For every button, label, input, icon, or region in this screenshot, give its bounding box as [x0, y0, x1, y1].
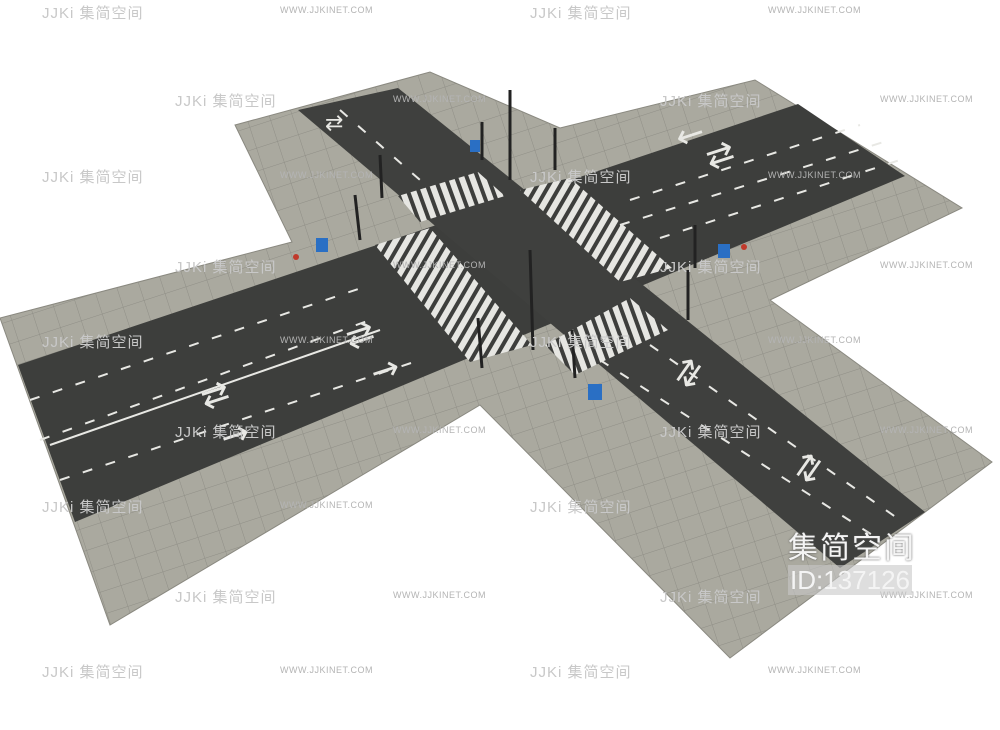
watermark-logo: JJKi 集简空间 — [660, 589, 762, 606]
watermark-url: WWW.JJKINET.COM — [280, 335, 373, 345]
id-watermark: 集简空间 ID:137126 — [788, 532, 916, 595]
watermark-logo: JJKi 集简空间 — [175, 589, 277, 606]
id-watermark-number: ID:137126 — [788, 565, 912, 595]
watermark-logo: JJKi 集简空间 — [175, 93, 277, 110]
watermark-logo: JJKi 集简空间 — [175, 259, 277, 276]
lane-markings — [29, 109, 901, 541]
watermark-url: WWW.JJKINET.COM — [768, 170, 861, 180]
watermark-logo: JJKi 集简空间 — [530, 664, 632, 681]
watermark-logo: JJKi 集简空间 — [530, 5, 632, 22]
crosswalk-east — [520, 178, 672, 282]
watermark-url: WWW.JJKINET.COM — [393, 425, 486, 435]
watermark-url: WWW.JJKINET.COM — [880, 260, 973, 270]
watermark-url: WWW.JJKINET.COM — [280, 500, 373, 510]
watermark-url: WWW.JJKINET.COM — [393, 94, 486, 104]
watermark-url: WWW.JJKINET.COM — [880, 425, 973, 435]
svg-text:⇄: ⇄ — [325, 111, 343, 136]
watermark-url: WWW.JJKINET.COM — [280, 5, 373, 15]
mailboxes — [316, 140, 730, 400]
watermark-url: WWW.JJKINET.COM — [280, 665, 373, 675]
watermark-logo: JJKi 集简空间 — [660, 93, 762, 110]
watermark-url: WWW.JJKINET.COM — [880, 590, 973, 600]
watermark-url: WWW.JJKINET.COM — [280, 170, 373, 180]
watermark-url: WWW.JJKINET.COM — [768, 5, 861, 15]
watermark-logo: JJKi 集简空间 — [42, 664, 144, 681]
id-watermark-title: 集简空间 — [788, 532, 916, 565]
watermark-logo: JJKi 集简空间 — [42, 499, 144, 516]
watermark-url: WWW.JJKINET.COM — [768, 335, 861, 345]
watermark-logo: JJKi 集简空间 — [175, 424, 277, 441]
watermark-logo: JJKi 集简空间 — [660, 424, 762, 441]
crosswalk-south — [545, 298, 668, 375]
watermark-logo: JJKi 集简空间 — [530, 334, 632, 351]
crosswalk-north — [398, 172, 505, 222]
watermark-logo: JJKi 集简空间 — [530, 169, 632, 186]
watermark-logo: JJKi 集简空间 — [660, 259, 762, 276]
street-poles — [353, 90, 697, 379]
watermark-logo: JJKi 集简空间 — [42, 5, 144, 22]
watermark-url: WWW.JJKINET.COM — [393, 260, 486, 270]
watermark-logo: JJKi 集简空间 — [42, 334, 144, 351]
watermark-url: WWW.JJKINET.COM — [768, 665, 861, 675]
watermark-logo: JJKi 集简空间 — [530, 499, 632, 516]
watermark-logo: JJKi 集简空间 — [42, 169, 144, 186]
watermark-url: WWW.JJKINET.COM — [880, 94, 973, 104]
hydrants — [293, 244, 747, 260]
crosswalk-west — [375, 228, 532, 362]
watermark-url: WWW.JJKINET.COM — [393, 590, 486, 600]
